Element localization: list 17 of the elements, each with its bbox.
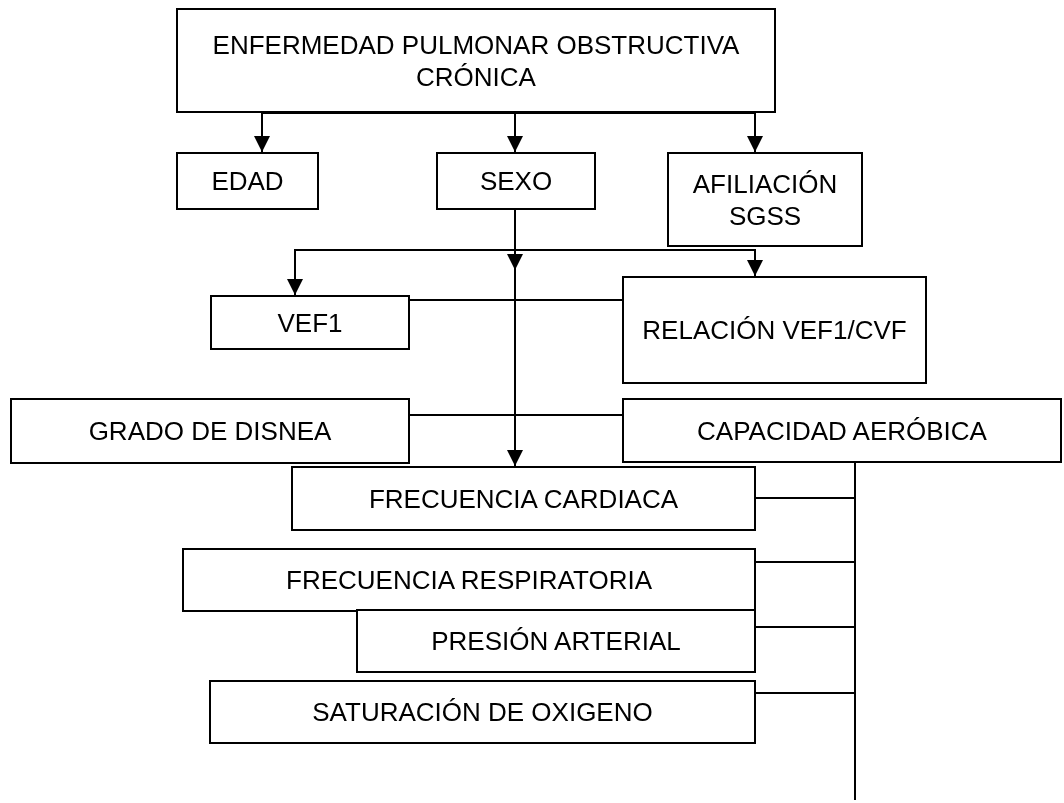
text-box: AFILIACIÓN SGSS	[667, 152, 863, 247]
text-box: FRECUENCIA CARDIACA	[291, 466, 756, 531]
text-box: RELACIÓN VEF1/CVF	[622, 276, 927, 384]
text-box: CAPACIDAD AERÓBICA	[622, 398, 1062, 463]
text-box: SATURACIÓN DE OXIGENO	[209, 680, 756, 744]
text-box: FRECUENCIA RESPIRATORIA	[182, 548, 756, 612]
connector-line	[409, 299, 623, 301]
arrow	[507, 112, 523, 153]
arrow	[507, 209, 523, 467]
text-box: EDAD	[176, 152, 319, 210]
connector-line	[409, 414, 623, 416]
text-box: GRADO DE DISNEA	[10, 398, 410, 464]
connector-line	[755, 462, 856, 694]
text-box: ENFERMEDAD PULMONAR OBSTRUCTIVA CRÓNICA	[176, 8, 776, 113]
text-box: PRESIÓN ARTERIAL	[356, 609, 756, 673]
text-box: SEXO	[436, 152, 596, 210]
text-box: VEF1	[210, 295, 410, 350]
